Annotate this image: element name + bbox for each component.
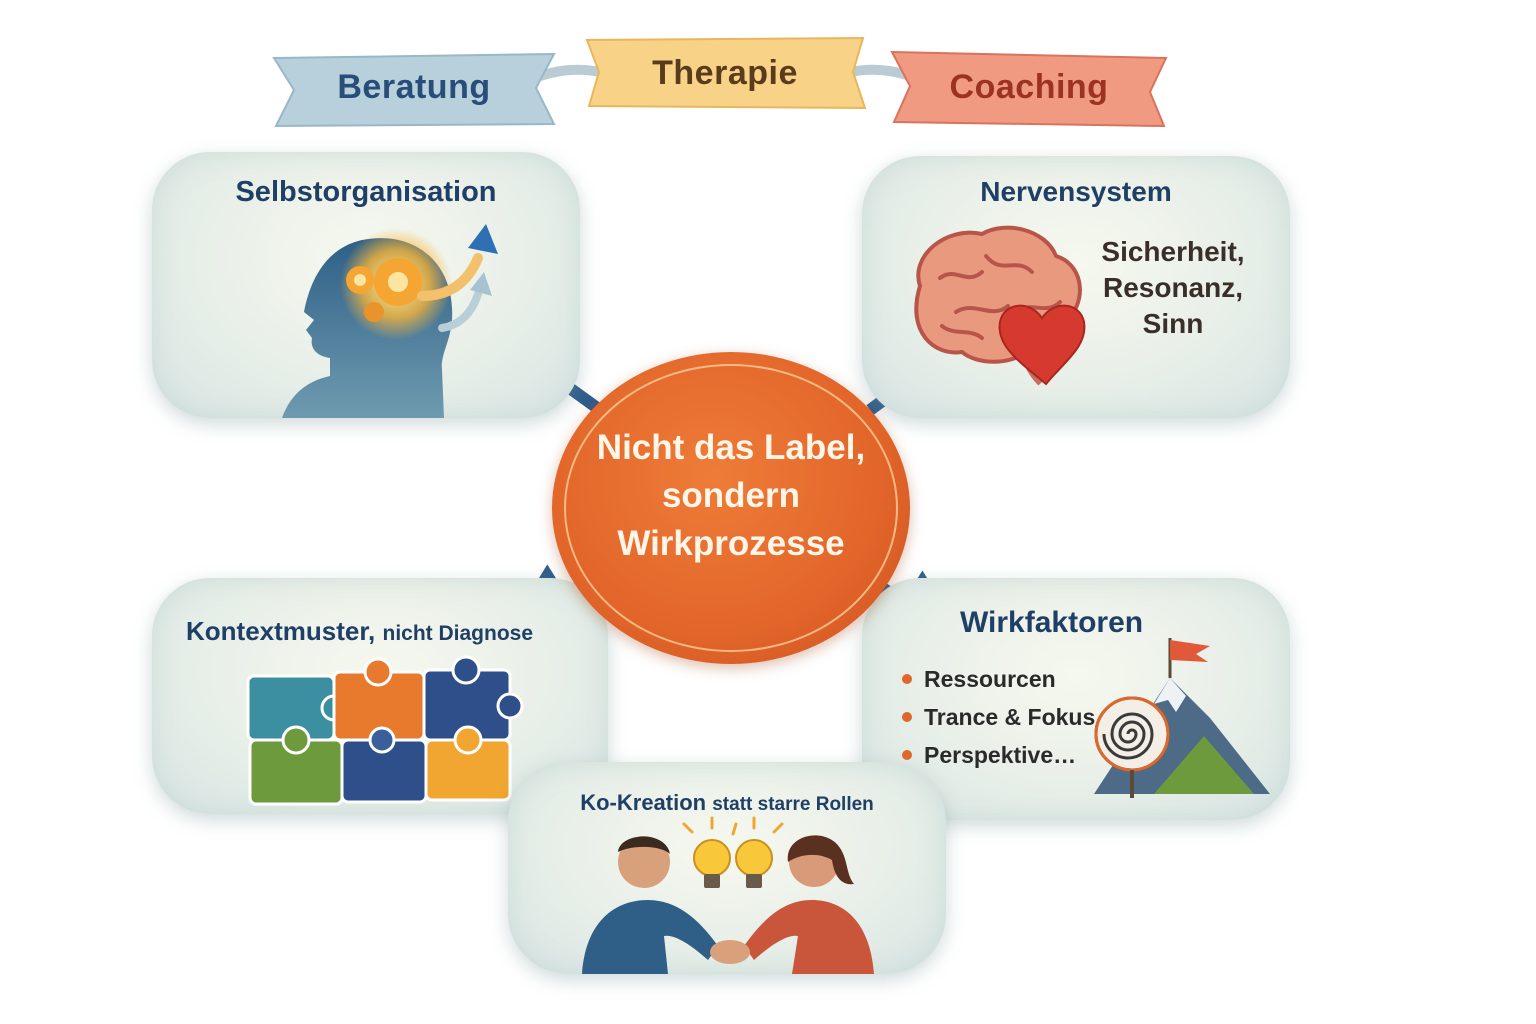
card-title-ko-kreation: Ko-Kreation statt starre Rollen <box>508 790 946 816</box>
flag-icon <box>1170 640 1210 662</box>
banner-coaching: Coaching <box>888 44 1170 130</box>
banner-coaching-label: Coaching <box>949 67 1109 106</box>
card-nervensystem: Nervensystem Sicherheit, Resonanz, Sinn <box>862 156 1290 418</box>
gear-icon <box>346 258 422 322</box>
list-item: Ressourcen <box>902 660 1095 698</box>
title-ko-kreation-small: statt starre Rollen <box>712 794 874 815</box>
card-title-wirkfaktoren: Wirkfaktoren <box>960 606 1144 639</box>
banner-therapie: Therapie <box>583 36 867 110</box>
center-line-3: Wirkprozesse <box>617 524 845 563</box>
list-item: Perspektive… <box>902 736 1095 774</box>
banner-beratung-label: Beratung <box>337 67 491 106</box>
puzzle-pieces-icon <box>246 655 524 806</box>
brain-heart-icon <box>914 225 1086 386</box>
center-line-2: sondern <box>661 476 801 515</box>
center-text: Nicht das Label, sondern Wirkprozesse <box>552 424 910 568</box>
card-wirkfaktoren: Wirkfaktoren Ressourcen Trance & Fokus P… <box>862 578 1290 820</box>
nervensystem-keywords: Sicherheit, Resonanz, Sinn <box>1078 234 1268 342</box>
lightbulb-icon <box>682 816 784 888</box>
banner-beratung: Beratung <box>268 44 560 130</box>
banner-therapie-label: Therapie <box>652 53 798 92</box>
heart-icon <box>998 304 1086 386</box>
bullet-dot-icon <box>902 750 912 760</box>
list-item: Trance & Fokus <box>902 698 1095 736</box>
up-arrow-icon <box>468 224 498 254</box>
center-line-1: Nicht das Label, <box>596 428 866 467</box>
keyword-sicherheit: Sicherheit, <box>1101 236 1245 267</box>
keyword-sinn: Sinn <box>1142 308 1204 339</box>
person-woman-icon <box>744 835 874 974</box>
spiral-target-icon <box>1094 696 1170 798</box>
card-title-kontextmuster: Kontextmuster, nicht Diagnose <box>186 616 533 647</box>
keyword-resonanz: Resonanz, <box>1102 272 1244 303</box>
title-kontextmuster-small: nicht Diagnose <box>382 622 534 645</box>
wirkfaktoren-list: Ressourcen Trance & Fokus Perspektive… <box>902 660 1095 774</box>
bullet-dot-icon <box>902 674 912 684</box>
head-with-gears-icon <box>282 224 498 418</box>
banner-ribbon-yellow <box>585 36 867 110</box>
banner-ribbon-blue <box>272 52 556 128</box>
banner-ribbon-red <box>890 50 1168 128</box>
center-circle-ring <box>564 364 898 652</box>
title-kontextmuster-main: Kontextmuster, <box>186 616 376 646</box>
two-people-lightbulbs-icon <box>582 816 874 974</box>
card-title-nervensystem: Nervensystem <box>980 176 1172 207</box>
person-man-icon <box>582 836 718 974</box>
card-title-selbstorganisation: Selbstorganisation <box>235 176 497 208</box>
title-ko-kreation-main: Ko-Kreation <box>580 790 707 815</box>
bullet-dot-icon <box>902 712 912 722</box>
hands-icon <box>710 940 750 964</box>
center-circle: Nicht das Label, sondern Wirkprozesse <box>552 352 910 664</box>
card-ko-kreation: Ko-Kreation statt starre Rollen <box>508 762 946 974</box>
card-selbstorganisation: Selbstorganisation <box>152 152 580 418</box>
mountain-target-flag-icon <box>1094 638 1270 798</box>
